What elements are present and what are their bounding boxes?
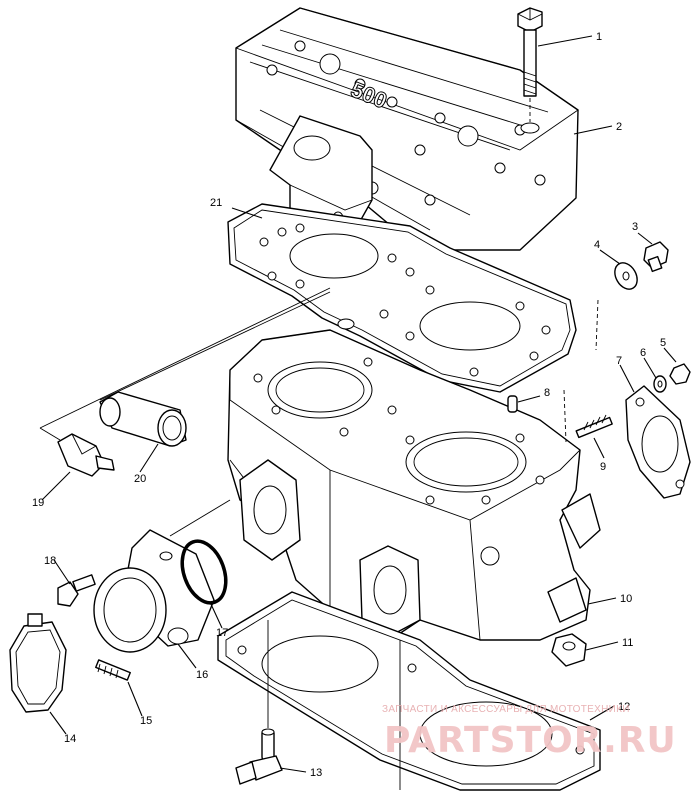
watermark: ЗАПЧАСТИ И АКСЕССУАРЫ ДЛЯ МОТОТЕХНИКИ PA… [382,704,677,761]
callout-5: 5 [660,337,666,349]
watermark-logo: PARTSTOR.RU [384,720,677,761]
callout-8: 8 [544,387,550,399]
dowel-pin [507,395,518,413]
assembly-guide-lines [39,287,567,790]
callout-9: 9 [600,461,606,473]
callout-6: 6 [640,347,646,359]
cylinder-head: 500 [235,7,579,251]
head-bolt [517,7,543,134]
intake-flange [93,529,215,653]
callout-16: 16 [196,669,208,681]
leader-lines [41,35,677,773]
callout-4: 4 [594,239,600,251]
exhaust-gasket [625,385,691,499]
nut-and-washer [653,363,691,393]
callout-2: 2 [616,121,622,133]
washer [595,262,638,351]
temperature-sensor [57,433,115,477]
flange-bolt [95,659,131,681]
callout-14: 14 [64,733,76,745]
callout-10: 10 [620,593,632,605]
callout-3: 3 [632,221,638,233]
callout-13: 13 [310,767,322,779]
cylinder-block [227,329,601,641]
callout-labels: 1 2 3 4 5 6 7 8 9 10 11 12 13 14 15 16 1… [32,31,666,779]
thermostat [99,391,187,447]
callout-17: 17 [216,627,228,639]
o-ring [180,539,228,605]
watermark-tagline: ЗАПЧАСТИ И АКСЕССУАРЫ ДЛЯ МОТОТЕХНИКИ [382,704,630,715]
callout-1: 1 [596,31,602,43]
screw [57,574,96,607]
hose-clamp [9,613,67,713]
water-fitting [235,728,283,785]
rubber-cap [551,633,587,667]
base-gasket [217,591,601,791]
callout-15: 15 [140,715,152,727]
head-gasket [227,203,577,393]
callout-19: 19 [32,497,44,509]
callout-20: 20 [134,473,146,485]
callout-11: 11 [622,637,633,649]
exhaust-stud [575,414,613,439]
callout-21: 21 [210,197,222,209]
temp-sensor-bolt [643,241,669,273]
callout-7: 7 [616,355,622,367]
callout-12: 12 [618,701,630,713]
callout-18: 18 [44,555,56,567]
